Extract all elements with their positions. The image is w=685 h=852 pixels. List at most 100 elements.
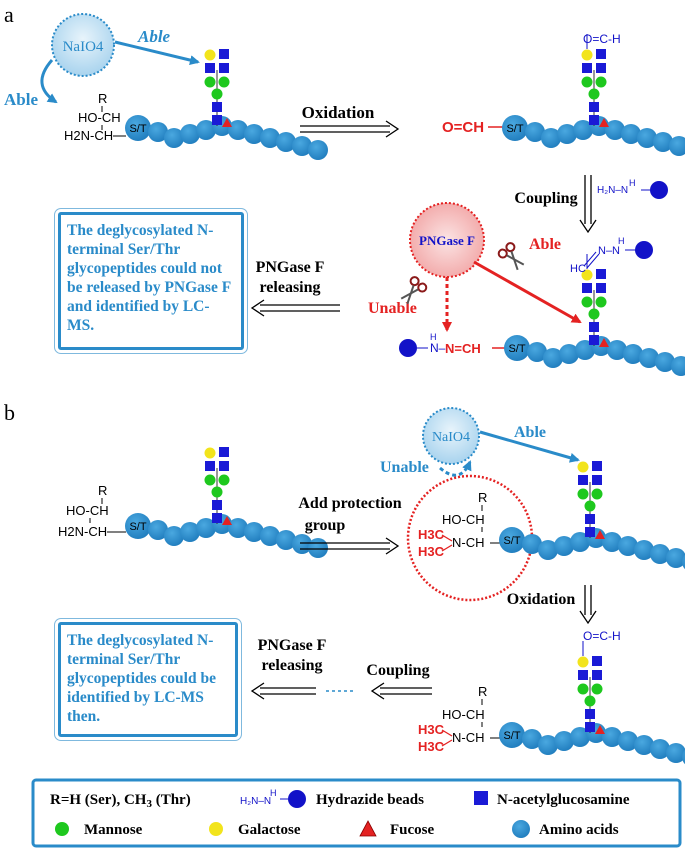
pngase-label: PNGase F <box>419 233 475 248</box>
st-residue <box>504 335 530 361</box>
able-arrow-left-a <box>40 59 58 104</box>
glcnac-square <box>578 475 588 485</box>
glcnac-square <box>596 49 606 59</box>
galactose-circle <box>204 49 216 61</box>
aldehyde-top-b3: O=C-H <box>583 629 621 643</box>
svg-text:H: H <box>430 332 437 342</box>
st-residue <box>125 513 151 539</box>
amino-acid-bead <box>602 532 622 552</box>
glcnac-square <box>585 709 595 719</box>
mannose-circle <box>581 296 593 308</box>
hydrazone-top-a3: HC N–N H <box>570 236 653 275</box>
amino-acid-bead <box>164 526 184 546</box>
legend-amino: Amino acids <box>539 822 619 838</box>
glcnac-square <box>205 63 215 73</box>
svg-text:HC: HC <box>570 263 586 275</box>
glcnac-square <box>589 102 599 112</box>
amino-acid-bead <box>653 132 673 152</box>
svg-text:R: R <box>478 684 487 699</box>
svg-text:N-CH: N-CH <box>452 535 485 550</box>
glycan-b3 <box>577 641 605 734</box>
legend-mannose-icon <box>55 822 69 836</box>
amino-acid-bead <box>260 128 280 148</box>
amino-acid-bead <box>228 120 248 140</box>
protection-arrow <box>300 537 400 555</box>
unable-label-b: Unable <box>380 459 429 476</box>
glcnac-square <box>219 63 229 73</box>
glcnac-square <box>596 269 606 279</box>
legend-mannose: Mannose <box>84 822 143 838</box>
amino-acid-bead <box>541 128 561 148</box>
st-label: S/T <box>129 521 146 533</box>
amino-acid-bead <box>522 729 542 749</box>
able-arrow-top-a <box>114 40 200 65</box>
ho-ch-b1: HO-CH <box>66 503 109 518</box>
amino-acid-bead <box>164 128 184 148</box>
pngase-releasing-b-1: PNGase F <box>258 637 327 654</box>
amino-acid-bead <box>276 530 296 550</box>
legend-amino-icon <box>512 820 530 838</box>
amino-acid-bead <box>682 749 685 765</box>
legend-glcnac-icon <box>474 791 488 805</box>
amino-acid-bead <box>244 522 264 542</box>
fucose-triangle <box>595 725 605 734</box>
mannose-circle <box>584 500 596 512</box>
peptide-chain-a3: S/T <box>504 335 685 376</box>
glcnac-square <box>219 447 229 457</box>
pngase-releasing-a-2: releasing <box>259 279 320 296</box>
glcnac-square <box>212 102 222 112</box>
legend-box <box>31 778 682 848</box>
svg-text:N-CH: N-CH <box>452 730 485 745</box>
glcnac-square <box>578 670 588 680</box>
glycan-a2 <box>581 34 609 127</box>
amino-acid-bead <box>655 352 675 372</box>
result-box-b: The deglycosylated N-terminal Ser/Thr gl… <box>58 622 238 737</box>
mannose-circle <box>211 88 223 100</box>
amino-acid-bead <box>634 735 654 755</box>
naio4-label-a: NaIO4 <box>63 39 104 55</box>
mannose-circle <box>588 88 600 100</box>
protected-group-b3: R HO-CH H3C H3C N-CH <box>418 684 500 754</box>
galactose-circle <box>581 269 593 281</box>
glcnac-square <box>589 335 599 345</box>
glycan-a1 <box>204 49 232 127</box>
st-residue <box>499 722 525 748</box>
svg-text:H: H <box>270 788 277 798</box>
svg-text:H₂N–N: H₂N–N <box>240 796 271 807</box>
releasing-arrow-a <box>250 299 340 317</box>
st-residue <box>502 115 528 141</box>
svg-text:H3C: H3C <box>418 527 445 542</box>
add-protection-1: Add protection <box>298 495 401 512</box>
mannose-circle <box>204 76 216 88</box>
unable-label-red: Unable <box>368 300 417 317</box>
st-residue <box>125 115 151 141</box>
amino-acid-bead <box>525 122 545 142</box>
scissors-icon-unable <box>400 276 428 305</box>
svg-text:H₂N–N: H₂N–N <box>597 185 628 196</box>
able-arrow-b <box>479 430 580 463</box>
mannose-circle <box>218 474 230 486</box>
hydrazone-label-a3: N=CH <box>445 341 481 356</box>
glcnac-square <box>212 115 222 125</box>
panel-a-label: a <box>4 2 14 27</box>
glcnac-square <box>582 283 592 293</box>
svg-text:H3C: H3C <box>418 544 445 559</box>
glcnac-square <box>582 63 592 73</box>
amino-acid-bead <box>244 124 264 144</box>
amino-acid-bead <box>666 548 685 568</box>
mannose-circle <box>591 488 603 500</box>
pngase-circle <box>409 202 485 278</box>
amino-acid-bead <box>557 124 577 144</box>
svg-text:N–N: N–N <box>598 245 620 257</box>
amino-acid-bead <box>634 540 654 560</box>
st-residue <box>499 527 525 553</box>
amino-acid-bead <box>605 120 625 140</box>
svg-text:HO-CH: HO-CH <box>442 512 485 527</box>
scissors-icon-able <box>497 242 525 271</box>
amino-acid-bead <box>559 344 579 364</box>
able-arrow-red <box>473 260 582 324</box>
mannose-circle <box>591 683 603 695</box>
hydrazide-bead-coupling: H₂N–N H <box>597 178 668 199</box>
legend-fucose: Fucose <box>390 822 435 838</box>
